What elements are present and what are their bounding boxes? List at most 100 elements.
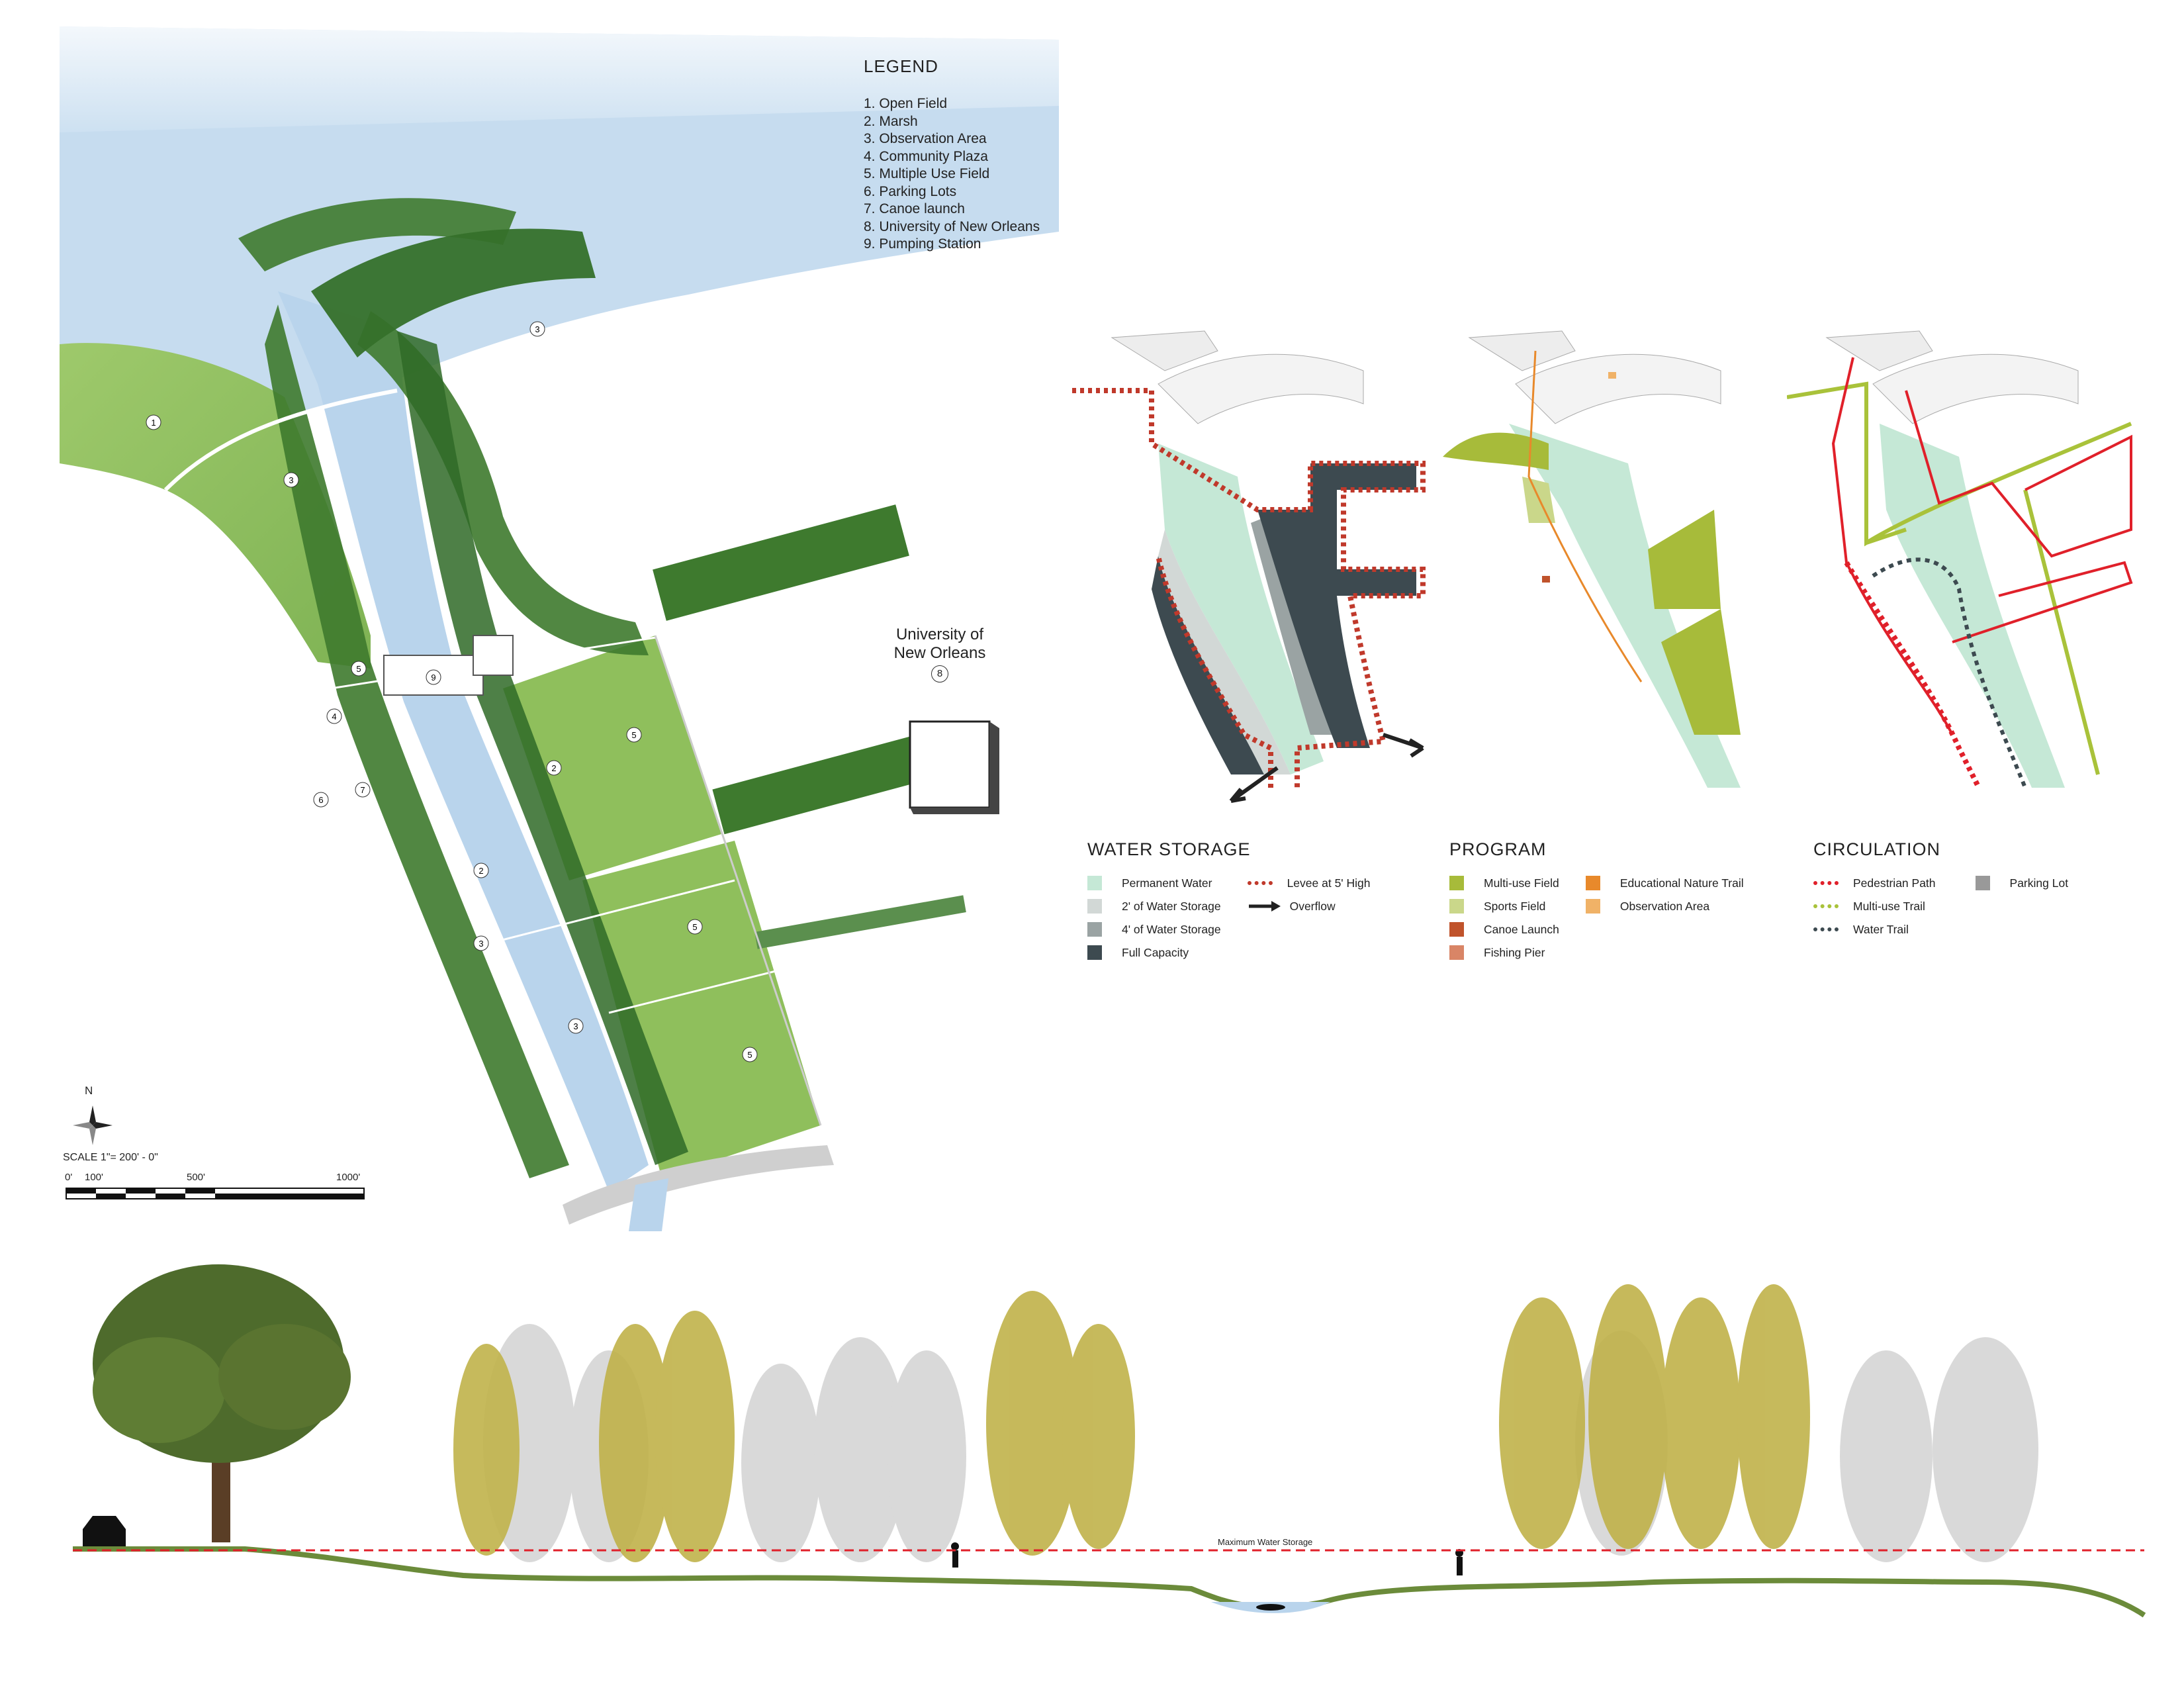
levee-swatch (1247, 881, 1273, 885)
key-label: Permanent Water (1122, 876, 1212, 890)
person-icon (951, 1542, 959, 1550)
legend-title: LEGEND (864, 56, 938, 76)
legend-item: 4. Community Plaza (864, 148, 988, 164)
key-label: Fishing Pier (1484, 945, 1545, 959)
legend-item: 5. Multiple Use Field (864, 166, 990, 181)
water-trail-swatch (1813, 927, 1839, 931)
multi-use-field-area (1443, 432, 1549, 470)
canoe-launch-mark (1542, 576, 1550, 583)
program-title: PROGRAM (1449, 839, 1547, 859)
tree-band-west (265, 305, 569, 1178)
scale-tick-1000: 1000' (336, 1172, 361, 1183)
tree-band-river (397, 331, 688, 1165)
key-label: Water Trail (1853, 922, 1909, 936)
legend-item: 7. Canoe launch (864, 201, 965, 216)
overflow-arrow-icon (1383, 733, 1424, 758)
program-key: PROGRAM Multi-use Field Sports Field Can… (1449, 839, 1744, 961)
water-4ft-swatch (1087, 922, 1102, 937)
key-label: Educational Nature Trail (1619, 876, 1744, 890)
scale-bar (66, 1188, 365, 1199)
water-storage-title: WATER STORAGE (1087, 839, 1251, 859)
key-label: 2' of Water Storage (1122, 899, 1221, 913)
permanent-water-area (1158, 444, 1324, 774)
plan-markers: 1 3 3 5 4 9 6 7 2 2 5 3 5 5 3 (146, 321, 758, 1062)
overflow-arrow-icon (1229, 766, 1279, 803)
north-arrow-icon (73, 1105, 113, 1145)
tree-strip-1 (653, 504, 909, 621)
key-label: Parking Lot (2009, 876, 2069, 890)
fishing-pier-swatch (1449, 945, 1464, 960)
circulation-title: CIRCULATION (1813, 839, 1941, 859)
legend-item: 8. University of New Orleans (864, 218, 1040, 234)
marker-5c: 5 (692, 922, 697, 932)
full-capacity (1257, 463, 1416, 748)
university-label-line1: University of (895, 626, 984, 643)
permanent-water-swatch (1087, 876, 1102, 890)
water-storage-2ft (1158, 530, 1291, 774)
sports-field-swatch (1449, 899, 1464, 914)
marker-5b: 5 (631, 730, 636, 740)
marker-3d: 3 (573, 1021, 578, 1031)
tree-strip-2 (712, 734, 929, 835)
canal (278, 291, 649, 1192)
max-water-label: Maximum Water Storage (1218, 1537, 1313, 1547)
tree-band-arc (238, 198, 516, 271)
key-label: Sports Field (1484, 899, 1546, 913)
multi-use-field-swatch (1449, 876, 1464, 890)
key-label: Multi-use Trail (1853, 899, 1925, 913)
observation-area-mark (1608, 372, 1616, 379)
water-2ft-swatch (1087, 899, 1102, 914)
university-label: University of New Orleans 8 (880, 626, 999, 682)
marker-3a: 3 (535, 324, 539, 334)
south-edge (563, 1145, 834, 1225)
north-label: N (85, 1084, 93, 1097)
marker-4: 4 (332, 712, 336, 722)
car-icon (83, 1516, 126, 1549)
plan-legend: LEGEND 1. Open Field 2. Marsh 3. Observa… (864, 56, 1142, 254)
observation-area-swatch (1585, 899, 1600, 914)
program-diagram (1443, 330, 1741, 788)
key-label: Multi-use Field (1484, 876, 1559, 890)
key-label: Full Capacity (1122, 945, 1189, 959)
water-storage-diagram (1072, 330, 1426, 803)
overflow-arrow-icon (1248, 901, 1281, 912)
legend-item: 2. Marsh (864, 113, 918, 129)
pedestrian-path-dotted (1844, 561, 1981, 789)
canoe-icon (1256, 1604, 1285, 1611)
key-label: Canoe Launch (1484, 922, 1559, 936)
master-plan: 1 3 3 5 4 9 6 7 2 2 5 3 5 5 3 (60, 26, 1059, 1231)
pedestrian-path-swatch (1813, 881, 1839, 885)
levee-line (1072, 388, 1426, 788)
key-label: Levee at 5' High (1287, 876, 1371, 890)
marker-1: 1 (151, 418, 156, 428)
marker-7: 7 (360, 785, 365, 795)
key-label: Pedestrian Path (1853, 876, 1936, 890)
university-label-line2: New Orleans (893, 644, 986, 662)
scale-tick-500: 500' (187, 1172, 205, 1183)
university-building (909, 720, 991, 809)
marker-3c: 3 (478, 939, 483, 949)
multi-use-trail-swatch (1813, 904, 1839, 908)
ground-profile (73, 1546, 2146, 1618)
marker-5d: 5 (747, 1050, 752, 1060)
legend-item: 6. Parking Lots (864, 183, 957, 199)
oak-tree (93, 1264, 351, 1542)
marker-9: 9 (431, 673, 435, 682)
canoe-launch-swatch (1449, 922, 1464, 937)
site-section (73, 1264, 2146, 1618)
scale-tick-100: 100' (85, 1172, 103, 1183)
marker-5a: 5 (356, 664, 361, 674)
marker-2a: 2 (551, 763, 556, 773)
scale-label: SCALE 1"= 200' - 0" (63, 1152, 158, 1163)
parking-lot-swatch (1975, 876, 1990, 890)
multi-use-field-area (1648, 510, 1721, 609)
university-marker: 8 (931, 665, 948, 682)
tree-strip-3 (754, 895, 966, 949)
marker-6: 6 (318, 795, 323, 805)
educational-trail-line (1527, 350, 1643, 682)
circulation-diagram (1787, 330, 2133, 789)
full-capacity-swatch (1087, 945, 1102, 960)
water-trail-line (1872, 557, 2027, 789)
scale-tick-0: 0' (65, 1172, 73, 1183)
key-label: Observation Area (1619, 899, 1710, 913)
